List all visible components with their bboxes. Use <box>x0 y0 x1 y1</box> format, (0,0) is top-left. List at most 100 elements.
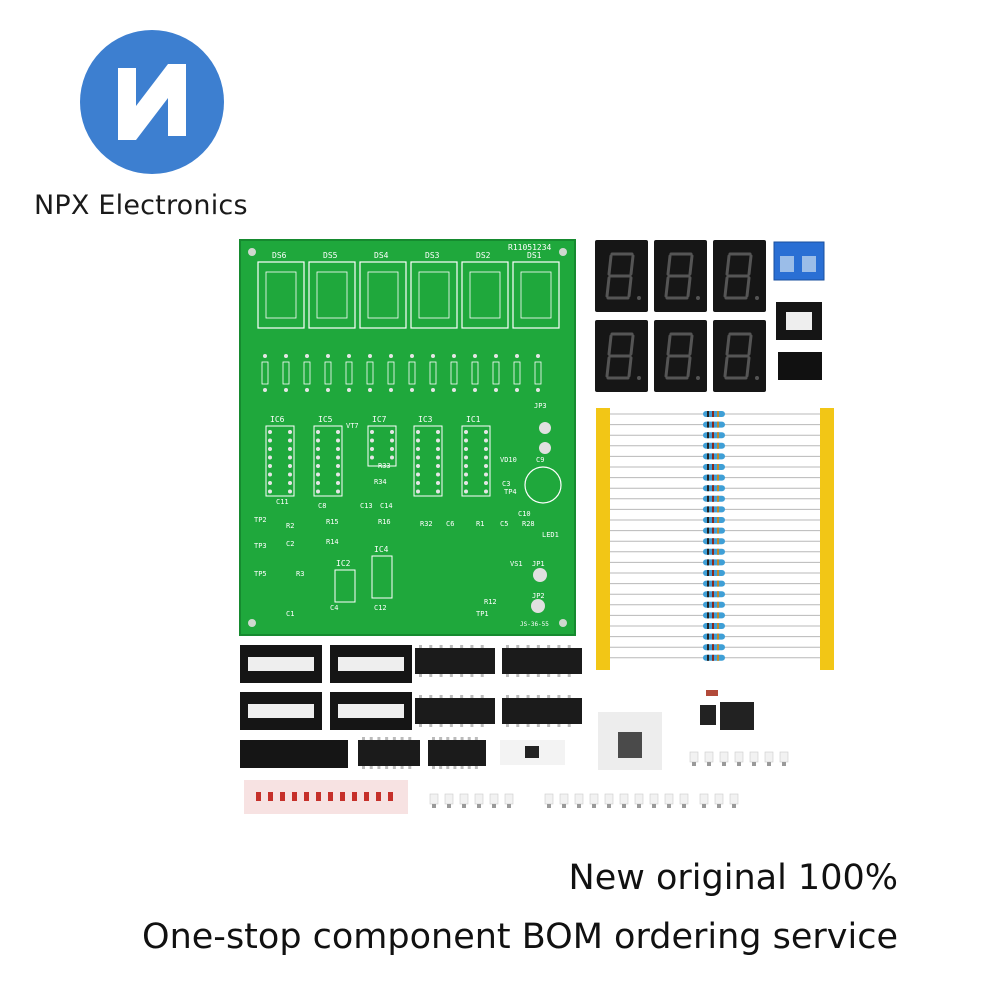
capacitor <box>589 793 599 805</box>
capacitor <box>719 751 729 763</box>
led <box>706 690 718 696</box>
capacitor <box>474 793 484 805</box>
jp1-pad <box>533 568 547 582</box>
capacitor <box>689 751 699 763</box>
label-r32: R32 <box>420 520 433 528</box>
capacitor <box>489 793 499 805</box>
terminal-block <box>773 241 825 281</box>
transistor <box>700 705 716 725</box>
label-ds5: DS5 <box>323 251 338 260</box>
diode <box>340 792 345 801</box>
capacitor <box>604 793 614 805</box>
label-c11: C11 <box>276 498 289 506</box>
label-tp2: TP2 <box>254 516 267 524</box>
label-r34: R34 <box>374 478 387 486</box>
label-jp2: JP2 <box>532 592 545 600</box>
capacitor <box>504 793 514 805</box>
capacitor-strips <box>429 751 789 808</box>
label-vs1: VS1 <box>510 560 523 568</box>
ic-socket-8pin <box>776 302 822 340</box>
capacitor <box>679 793 689 805</box>
capacitor <box>734 751 744 763</box>
buzzer-footprint <box>524 466 562 504</box>
board-footer: JS-36-55 <box>520 621 549 628</box>
label-c2: C2 <box>286 540 294 548</box>
label-r15: R15 <box>326 518 339 526</box>
seven-segment-digit <box>654 240 707 312</box>
ic-chip <box>358 737 420 769</box>
label-c1: C1 <box>286 610 294 618</box>
inductor <box>598 712 662 770</box>
diode <box>352 792 357 801</box>
label-tp4: TP4 <box>504 488 517 496</box>
seven-segment-digit <box>595 320 648 392</box>
label-c8: C8 <box>318 502 326 510</box>
ic-chip-8pin <box>778 352 822 380</box>
label-c9: C9 <box>536 456 544 464</box>
label-ic3: IC3 <box>418 415 433 424</box>
label-tp3: TP3 <box>254 542 267 550</box>
ic-chips <box>358 645 582 769</box>
label-c10: C10 <box>518 510 531 518</box>
seven-segment-digit <box>595 240 648 312</box>
capacitor <box>634 793 644 805</box>
capacitor <box>729 793 739 805</box>
diode <box>268 792 273 801</box>
diode <box>364 792 369 801</box>
diode <box>304 792 309 801</box>
label-tp5: TP5 <box>254 570 267 578</box>
label-c12: C12 <box>374 604 387 612</box>
label-ic4: IC4 <box>374 545 389 554</box>
diode <box>316 792 321 801</box>
label-c4: C4 <box>330 604 338 612</box>
label-ic2: IC2 <box>336 559 351 568</box>
capacitor <box>574 793 584 805</box>
label-ic1: IC1 <box>466 415 481 424</box>
label-vt7: VT7 <box>346 422 359 430</box>
ic-socket-small <box>720 702 754 730</box>
label-ds1: DS1 <box>527 251 542 260</box>
ic-chip <box>415 645 495 677</box>
ic-socket-16pin <box>330 692 412 730</box>
n-circle-logo-icon <box>80 30 224 174</box>
label-c14: C14 <box>380 502 393 510</box>
label-ds3: DS3 <box>425 251 440 260</box>
diode <box>376 792 381 801</box>
capacitor <box>749 751 759 763</box>
resistor-tape <box>596 408 834 670</box>
label-r12: R12 <box>484 598 497 606</box>
label-led1: LED1 <box>542 531 559 539</box>
diode <box>328 792 333 801</box>
resistor-footprints <box>261 354 542 392</box>
label-r1: R1 <box>476 520 484 528</box>
capacitor <box>429 793 439 805</box>
capacitor <box>559 793 569 805</box>
seven-segment-digit <box>713 320 766 392</box>
ic-chip <box>502 695 582 727</box>
diode <box>280 792 285 801</box>
ic-sockets <box>240 645 412 768</box>
capacitor <box>704 751 714 763</box>
label-c6: C6 <box>446 520 454 528</box>
label-r14: R14 <box>326 538 339 546</box>
tactile-switch <box>500 740 565 765</box>
label-ds4: DS4 <box>374 251 389 260</box>
label-ic5: IC5 <box>318 415 333 424</box>
label-jp3: JP3 <box>534 402 547 410</box>
capacitor <box>619 793 629 805</box>
label-tp1: TP1 <box>476 610 489 618</box>
jp2-pad <box>531 599 545 613</box>
ic-chip <box>428 737 486 769</box>
capacitor <box>544 793 554 805</box>
label-r2: R2 <box>286 522 294 530</box>
capacitor <box>714 793 724 805</box>
diode-strip <box>244 780 408 814</box>
brand-name: NPX Electronics <box>34 190 248 221</box>
label-c3: C3 <box>502 480 510 488</box>
label-ds2: DS2 <box>476 251 491 260</box>
tagline-original: New original 100% <box>568 858 898 898</box>
seven-segment-digit <box>654 320 707 392</box>
